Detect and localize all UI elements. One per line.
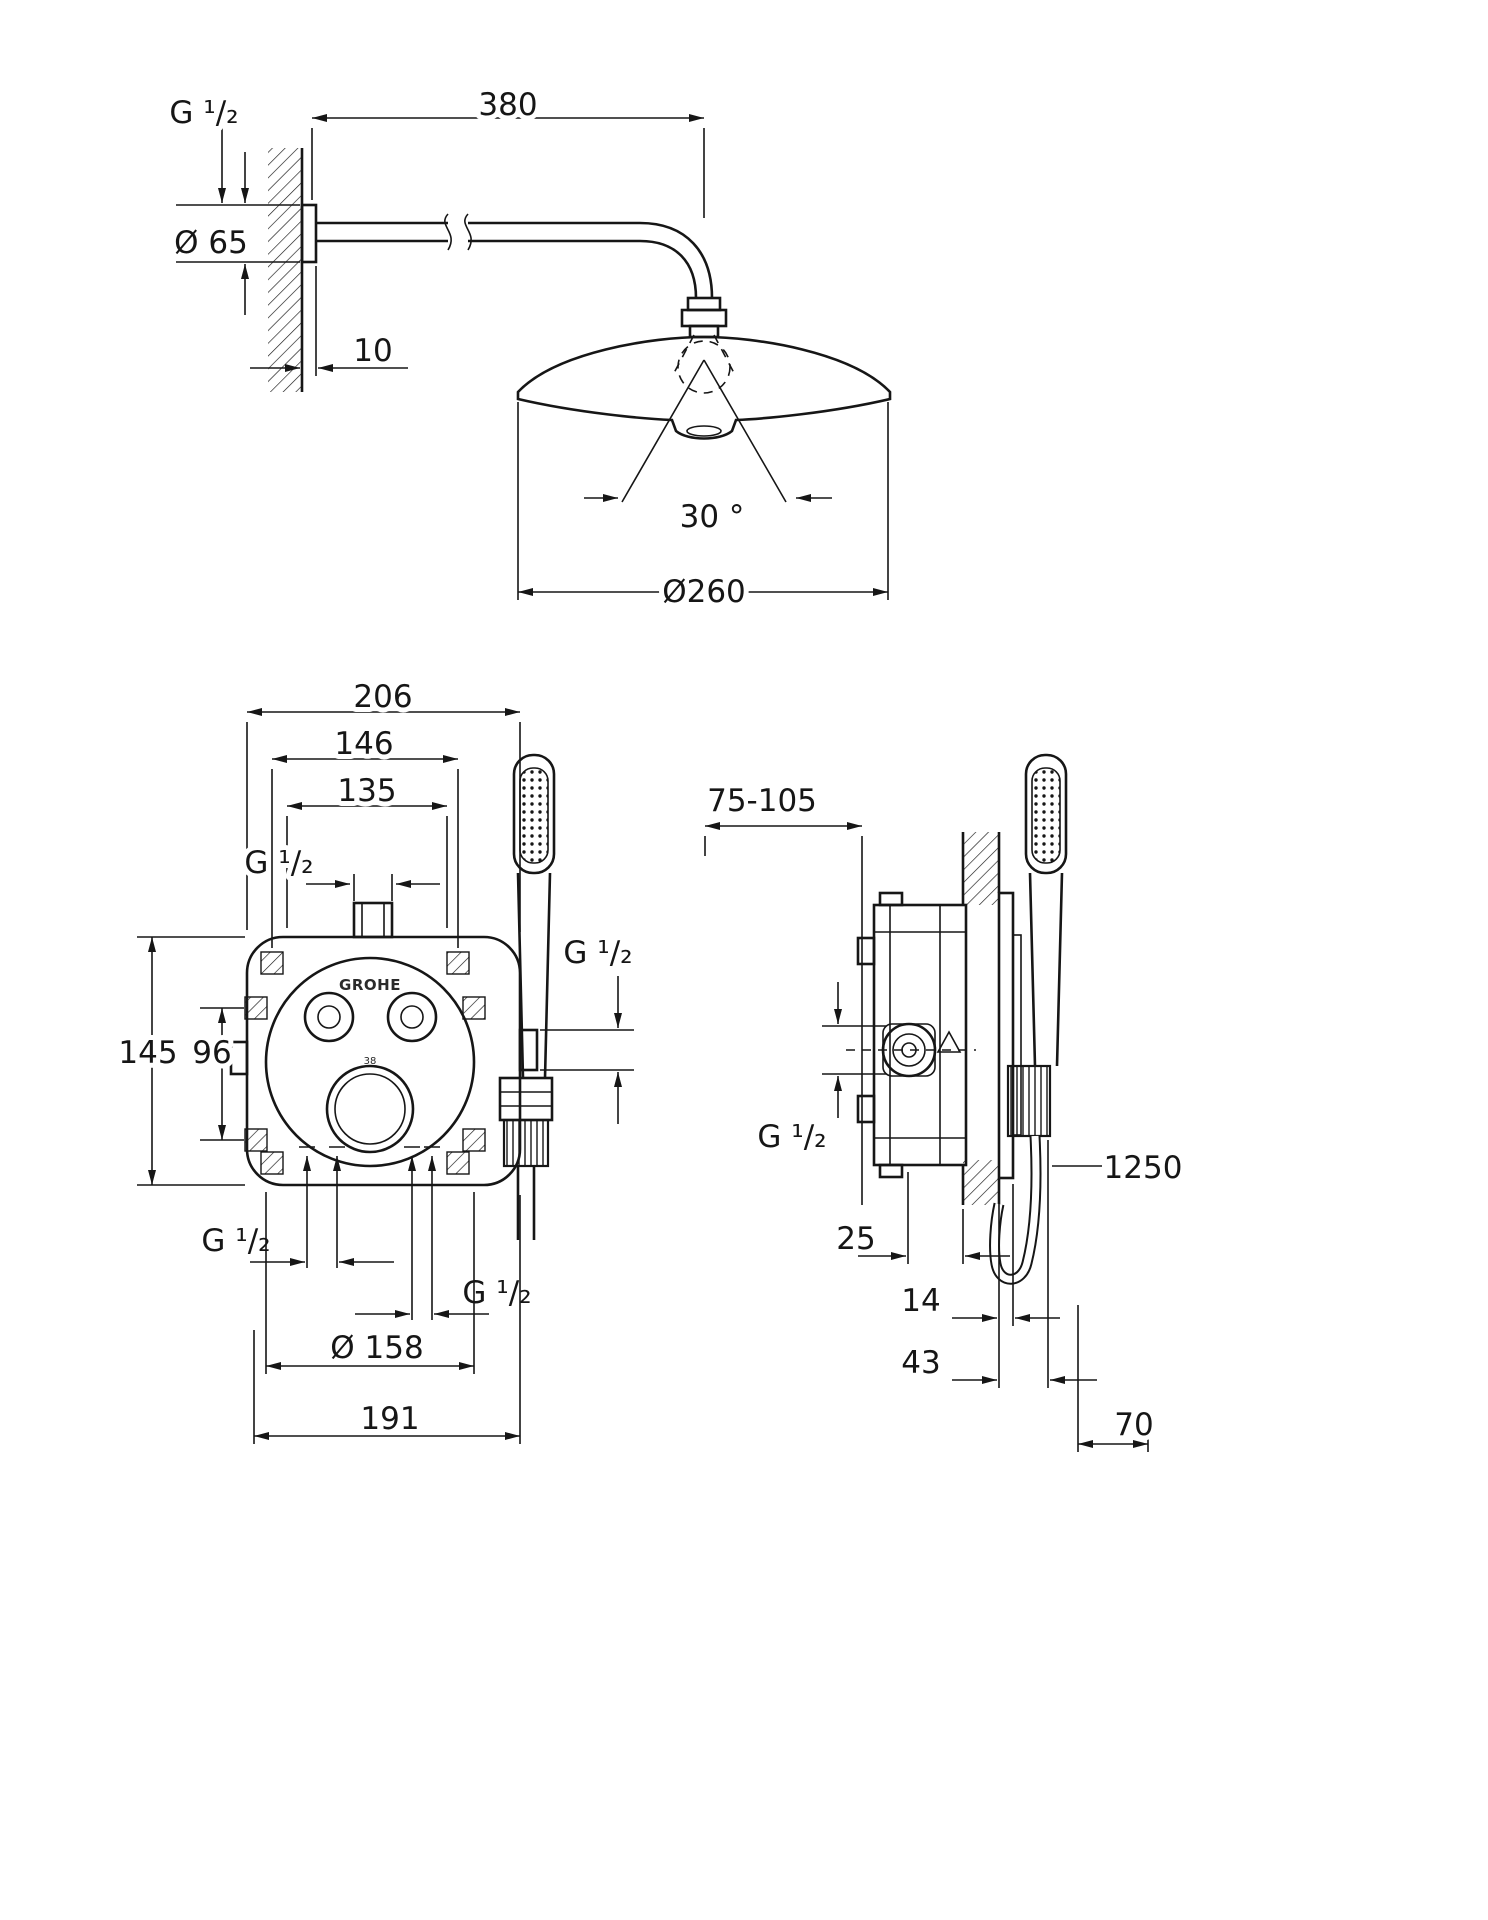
dim-thread-right-label: G ¹/₂	[563, 935, 632, 971]
side-view-wall-section: 75-105 G ¹/₂ 1250 25 14 43	[702, 753, 1187, 1452]
hand-shower-head	[512, 753, 556, 875]
dimension-width-191: 191	[253, 1195, 521, 1444]
dim-depth-range-label: 75-105	[707, 783, 817, 819]
select-button-right	[386, 991, 438, 1043]
dim-thread-top-label: G ¹/₂	[169, 95, 238, 131]
dim-height-96-label: 96	[192, 1035, 231, 1071]
shower-head	[516, 334, 892, 440]
dim-rosette-diameter-label: Ø 158	[330, 1330, 423, 1366]
dimension-width-135: 135	[286, 768, 448, 928]
spray-cap	[686, 425, 722, 437]
spray-face-side	[1031, 767, 1061, 864]
dim-arm-length-label: 380	[478, 87, 537, 123]
dimension-width-146: 146	[271, 721, 459, 948]
dimension-depth-range: 75-105	[702, 778, 863, 1205]
dimension-depth-25: 25	[831, 1172, 1010, 1264]
dimension-thread-bottom-right: G ¹/₂	[355, 1270, 537, 1318]
dimension-spray-angle: 30 °	[584, 359, 832, 540]
dim-depth-25-label: 25	[836, 1221, 875, 1257]
hand-shower-handle-side	[1028, 872, 1064, 1067]
dim-width-overall-label: 206	[353, 679, 412, 715]
dim-thread-top-port-label: G ¹/₂	[244, 845, 313, 881]
shower-holder	[498, 1076, 554, 1122]
dim-thread-bottom-left-label: G ¹/₂	[201, 1223, 270, 1259]
hand-shower-side	[989, 753, 1068, 1285]
top-port	[352, 901, 394, 939]
rosette-circle	[264, 956, 476, 1168]
wall-hatch-top	[963, 832, 999, 905]
thermostat-knob	[325, 1064, 415, 1154]
dimension-width-overall: 206	[246, 674, 521, 932]
select-button-left	[303, 991, 355, 1043]
dimension-height-96: 96	[187, 1007, 244, 1141]
dimension-wall-offset: 10	[250, 266, 408, 376]
temp-stop-mark: 38	[364, 1056, 377, 1067]
ball-joint-hidden	[677, 340, 731, 394]
dim-height-overall-label: 145	[118, 1035, 177, 1071]
dim-wall-offset-label: 10	[353, 333, 392, 369]
dimension-depth-43: 43	[896, 1140, 1097, 1388]
hand-shower-head-side	[1024, 753, 1068, 875]
hose-start	[516, 1166, 536, 1240]
dimension-hose-length: 1250	[1052, 1145, 1187, 1191]
dimension-thread-top-port: G ¹/₂	[239, 840, 440, 901]
left-tab	[229, 1040, 249, 1076]
hand-shower-handle	[516, 872, 552, 1079]
dimension-thread-right: G ¹/₂	[540, 930, 638, 1124]
wall-hatch	[268, 148, 302, 392]
dim-thread-side-label: G ¹/₂	[757, 1119, 826, 1155]
dimension-thread-top: G ¹/₂	[164, 90, 244, 203]
brand-logo: GROHE	[339, 976, 401, 994]
wall-hatch-bottom	[963, 1160, 999, 1205]
fixing-pads	[244, 951, 486, 1175]
side-port	[518, 1028, 539, 1072]
dimension-flange-diameter: Ø 65	[169, 152, 300, 315]
hidden-port-marks	[299, 1146, 440, 1320]
dimension-rosette-diameter: Ø 158	[265, 1192, 475, 1374]
arm-connector-nut	[680, 296, 728, 339]
holder-knurl	[1006, 1064, 1052, 1138]
dim-flange-diameter-label: Ø 65	[174, 225, 248, 261]
dimension-width-70: 70	[1077, 1305, 1159, 1452]
pipe-break-symbol	[444, 213, 472, 251]
dim-width-70-label: 70	[1114, 1407, 1153, 1443]
spray-face	[519, 767, 549, 864]
dim-spray-angle-label: 30 °	[680, 499, 745, 535]
dimension-thread-side: G ¹/₂	[752, 982, 886, 1160]
dim-hose-length-label: 1250	[1104, 1150, 1183, 1186]
dim-depth-43-label: 43	[901, 1345, 940, 1381]
dimension-arm-length: 380	[311, 82, 705, 218]
dim-width-191-label: 191	[360, 1401, 419, 1437]
dim-width-146-label: 146	[334, 726, 393, 762]
dim-head-diameter-label: Ø260	[662, 574, 746, 610]
hand-shower-front	[498, 753, 556, 1240]
wall-flange	[300, 203, 318, 264]
rough-in-body	[846, 891, 976, 1179]
dim-depth-14-label: 14	[901, 1283, 940, 1319]
front-view-thermostat: GROHE 38 206	[113, 674, 638, 1444]
dimension-head-diameter: Ø260	[517, 402, 889, 615]
dim-thread-bottom-right-label: G ¹/₂	[462, 1275, 531, 1311]
dimension-depth-14: 14	[896, 1184, 1060, 1388]
dimension-height-overall: 145	[113, 936, 245, 1186]
dim-width-135-label: 135	[337, 773, 396, 809]
top-view-head-shower: 380 G ¹/₂ Ø 65 10 30 ° Ø260	[164, 82, 892, 615]
shower-arm	[316, 213, 714, 299]
dimension-thread-bottom-left: G ¹/₂	[196, 1218, 394, 1266]
union-nut	[502, 1118, 550, 1168]
warning-triangle	[936, 1030, 962, 1053]
